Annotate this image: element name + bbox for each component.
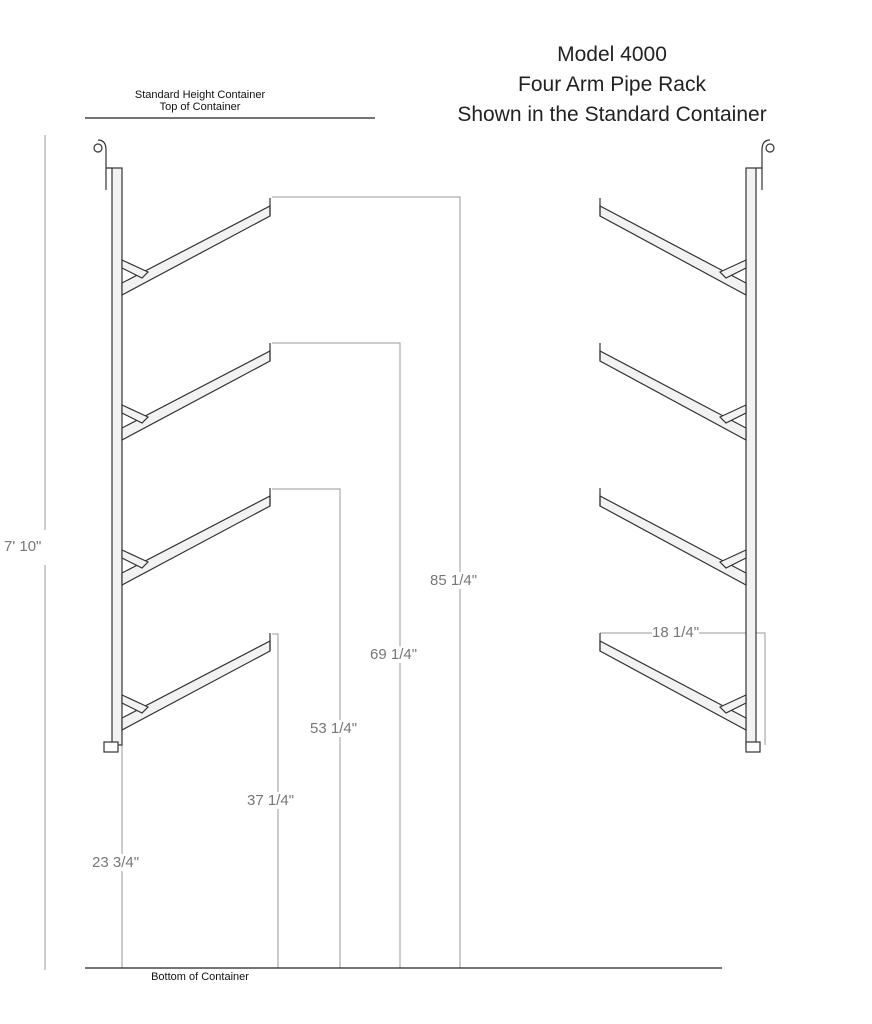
left-arm-brace (121, 694, 150, 714)
title-line-1: Model 4000 (557, 43, 667, 66)
dim-18-1-4: 18 1/4" (652, 624, 700, 641)
left-arm-brace (121, 259, 150, 279)
dim-53-1-4: 53 1/4" (310, 720, 358, 737)
left-arm (121, 205, 271, 297)
overall-height-dim: 7' 10" (4, 538, 42, 555)
dimension-lines (44, 135, 766, 970)
top-label-1: Standard Height Container (134, 89, 266, 101)
dim-69-1-4: 69 1/4" (370, 646, 418, 663)
left-arm (121, 640, 271, 732)
left-rack (93, 139, 271, 753)
title-line-3: Shown in the Standard Container (457, 103, 767, 126)
left-arm (121, 495, 271, 587)
left-arm-brace (121, 549, 150, 569)
dim-85-1-4: 85 1/4" (430, 572, 478, 589)
left-wing-nut-icon (93, 143, 103, 153)
top-label-2: Top of Container (159, 101, 241, 113)
dim-37-1-4: 37 1/4" (247, 792, 295, 809)
right-rack (599, 139, 775, 753)
right-upright-post (745, 167, 757, 746)
title-line-2: Four Arm Pipe Rack (518, 73, 706, 96)
right-arm (599, 640, 747, 732)
left-arm-brace (121, 404, 150, 424)
right-arm-brace (718, 404, 747, 424)
left-upright-post (111, 167, 123, 746)
dim-23-3-4: 23 3/4" (92, 854, 140, 871)
right-wing-nut-icon (765, 143, 775, 153)
bottom-label: Bottom of Container (151, 971, 249, 983)
right-arm-brace (718, 694, 747, 714)
left-arm (121, 350, 271, 442)
right-arm-brace (718, 259, 747, 279)
right-arm-brace (718, 549, 747, 569)
right-arm (599, 350, 747, 442)
right-arm (599, 495, 747, 587)
right-arm (599, 205, 747, 297)
